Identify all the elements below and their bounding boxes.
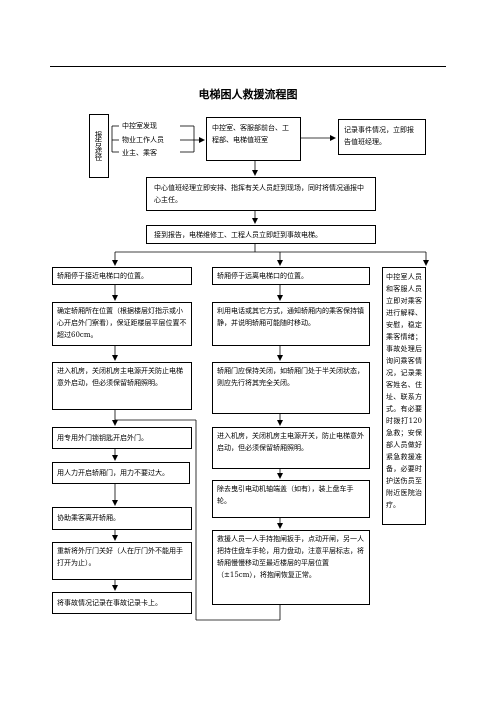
on-site-box: 接到报告，电梯维修工、工程人员立即赶到事故电梯。 bbox=[146, 225, 376, 244]
right-step-3: 轿厢门应保持关闭，如轿厢门处于半关闭状态，则应先行将其完全关闭。 bbox=[212, 362, 370, 414]
left-step-7: 重新将外厅门关好（人在厅门外不能用手打开为止）。 bbox=[52, 542, 192, 580]
report-source-owner-passenger: 业主、乘客 bbox=[122, 149, 157, 157]
right-step-5: 除去曳引电动机轴端盖（如有），装上盘车手轮。 bbox=[212, 480, 370, 518]
left-step-5: 用人力开启轿厢门，用力不要过大。 bbox=[52, 462, 190, 484]
duty-manager-box: 中心值班经理立即安排、指挥有关人员赶到现场，同时将情况通报中心主任。 bbox=[146, 177, 376, 211]
right-step-2: 利用电话或其它方式，通知轿厢内的乘客保持镇静，并说明轿厢可能随时移动。 bbox=[212, 302, 370, 346]
side-note-box: 中控室人员和客服人员立即对乘客进行解释、安慰，稳定乘客情绪；事故处理后询问乘客情… bbox=[382, 267, 426, 525]
right-step-6: 救援人员一人手持抱闸扳手，点动开闸，另一人把持住盘车手轮，用力盘动，注意平层标志… bbox=[212, 530, 370, 605]
record-box: 记录事件情况，立即报告值班经理。 bbox=[338, 119, 426, 155]
right-step-4: 进入机房，关闭机房主电源开关，防止电梯意外启动，但必须保留轿厢照明。 bbox=[212, 427, 370, 469]
left-step-6: 协助乘客离开轿厢。 bbox=[52, 507, 192, 530]
left-step-1: 轿厢停于接近电梯口的位置。 bbox=[52, 267, 192, 285]
receive-box: 中控室、客服部前台、工程部、电梯值班室 bbox=[206, 117, 301, 161]
report-source-control-room: 中控室发现 bbox=[122, 122, 157, 130]
left-step-2: 确定轿厢所在位置（根据楼层灯指示或小心开启外门察看），保证距楼层平层位置不超过6… bbox=[52, 302, 192, 346]
left-step-3: 进入机房，关闭机房主电源开关防止电梯意外启动，但必须保留轿厢照明。 bbox=[52, 362, 192, 410]
report-channel-label: 报告途径 bbox=[89, 114, 109, 178]
right-step-1: 轿厢停于远离电梯口的位置。 bbox=[212, 267, 370, 285]
left-step-4: 用专用外门锁钥匙开启外门。 bbox=[52, 427, 192, 449]
page-title: 电梯困人救援流程图 bbox=[198, 88, 298, 101]
report-source-property-staff: 物业工作人员 bbox=[122, 136, 164, 144]
top-rule bbox=[50, 66, 446, 67]
left-step-8: 将事故情况记录在事故记录卡上。 bbox=[52, 592, 192, 614]
